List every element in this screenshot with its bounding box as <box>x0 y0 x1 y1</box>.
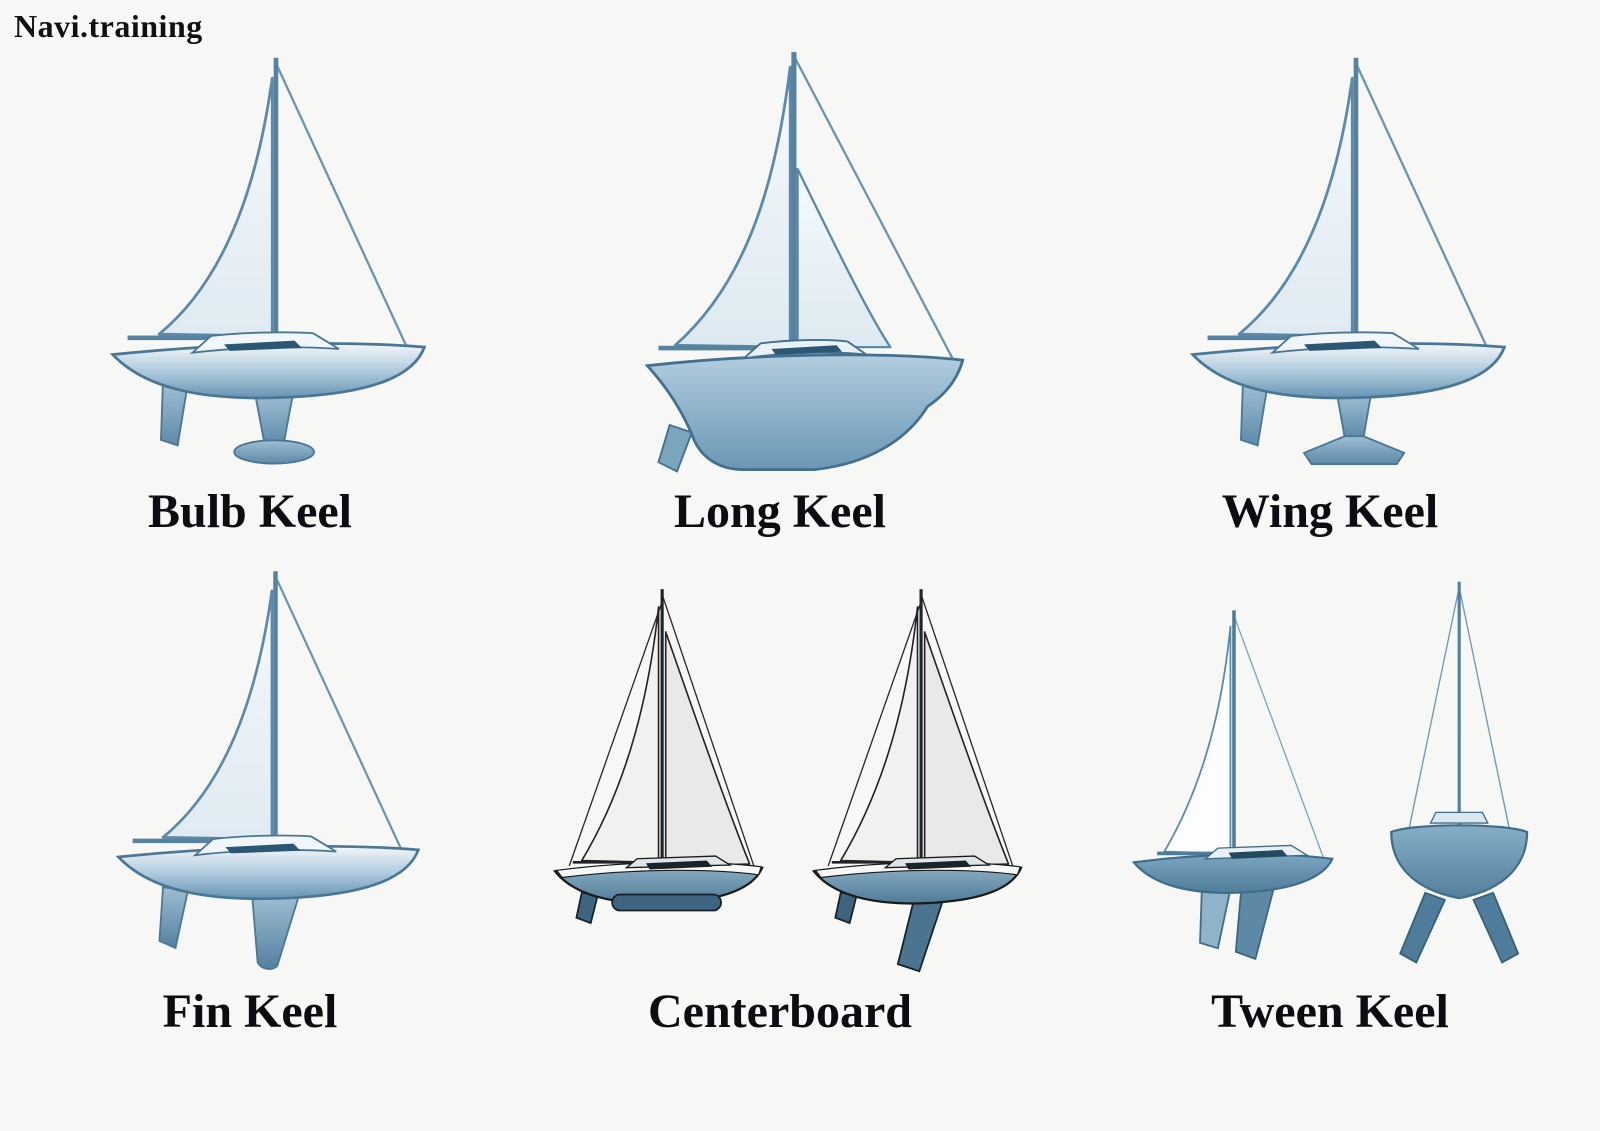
long-keel-boat <box>644 52 965 473</box>
jib-sail <box>923 631 1010 867</box>
wing-keel-illustration <box>1189 57 1507 465</box>
backstay <box>827 601 922 867</box>
long-keel-art <box>500 40 1060 477</box>
keel-card-centerboard: Centerboard <box>500 555 1060 1055</box>
fin-keel-boat <box>115 571 420 970</box>
wing-keel-art <box>1060 40 1600 477</box>
centerboard-boat-down <box>811 589 1023 973</box>
tween-keel-front-view <box>1389 581 1528 964</box>
centerboard-lowered <box>896 898 944 973</box>
starboard-shroud <box>1458 587 1510 829</box>
bulb-keel-boat <box>109 57 427 465</box>
jib-sail <box>796 167 892 349</box>
centerboard-art <box>500 555 1060 975</box>
hull <box>1131 853 1334 894</box>
keel-types-grid: Bulb Keel <box>0 40 1600 1055</box>
keel-card-fin: Fin Keel <box>0 555 500 1055</box>
mainsail <box>157 76 274 338</box>
rudder <box>657 423 694 473</box>
keel-card-wing: Wing Keel <box>1060 40 1600 555</box>
rudder <box>1239 385 1268 447</box>
keel-fin <box>1336 394 1372 439</box>
cabin-window <box>771 345 843 355</box>
forestay <box>1354 62 1489 350</box>
keel-label: Fin Keel <box>162 985 338 1038</box>
cabin-window <box>225 843 300 854</box>
keel-fin <box>250 895 300 970</box>
forestay <box>661 594 756 870</box>
forestay <box>1232 615 1326 863</box>
keel-label: Centerboard <box>648 985 912 1038</box>
cabin <box>1429 811 1489 824</box>
hull-with-long-keel <box>644 353 965 471</box>
tween-keel-art <box>1060 555 1600 975</box>
backstay <box>568 601 663 867</box>
keel-card-tween: Tween Keel <box>1060 555 1600 1055</box>
tween-keel-illustration <box>1131 581 1528 964</box>
long-keel-illustration <box>644 52 965 473</box>
jib-sail <box>664 631 751 867</box>
keel-label: Wing Keel <box>1221 485 1439 538</box>
centerboard-retracted <box>611 893 722 912</box>
cabin-window <box>224 340 302 351</box>
hull-cross-section <box>1389 824 1528 900</box>
cabin-window <box>1304 340 1382 351</box>
bulb-keel-art <box>0 40 500 477</box>
centerboard-illustration <box>552 589 1023 973</box>
keel-label: Tween Keel <box>1211 985 1449 1038</box>
keel-label: Bulb Keel <box>147 485 353 538</box>
keel-fin <box>254 394 294 447</box>
tween-keel-side-view <box>1131 610 1334 961</box>
fin-keel-illustration <box>115 571 420 970</box>
forestay <box>273 576 403 853</box>
keel-bulb <box>233 439 315 465</box>
port-shroud <box>1407 587 1460 829</box>
cabin-window <box>905 860 972 870</box>
mainsail <box>839 606 919 864</box>
cabin-window <box>646 860 713 870</box>
twin-keel-far-fin <box>1198 888 1232 950</box>
keel-label: Long Keel <box>674 485 886 538</box>
mainsail <box>161 589 273 841</box>
forestay <box>920 594 1015 870</box>
keel-card-long: Long Keel <box>500 40 1060 555</box>
mainsail <box>580 606 660 864</box>
rudder <box>159 385 188 447</box>
hull <box>109 342 427 400</box>
brand-logo: Navi.training <box>14 8 203 44</box>
keel-wings <box>1302 435 1406 465</box>
wing-keel-boat <box>1189 57 1507 465</box>
mainsail <box>1162 625 1231 855</box>
forestay <box>792 55 957 365</box>
fin-keel-art <box>0 555 500 975</box>
centerboard-boat-up <box>552 589 764 925</box>
rudder <box>157 886 189 950</box>
forestay <box>274 62 409 350</box>
mainsail <box>673 65 792 349</box>
twin-keel-port-fin <box>1398 891 1446 964</box>
twin-keel-near-fin <box>1234 889 1274 961</box>
keel-card-bulb: Bulb Keel <box>0 40 500 555</box>
cabin-window <box>1228 849 1288 859</box>
bulb-keel-illustration <box>109 57 427 465</box>
hull <box>1189 342 1507 400</box>
mainsail <box>1237 76 1354 338</box>
twin-keel-starboard-fin <box>1471 891 1519 964</box>
